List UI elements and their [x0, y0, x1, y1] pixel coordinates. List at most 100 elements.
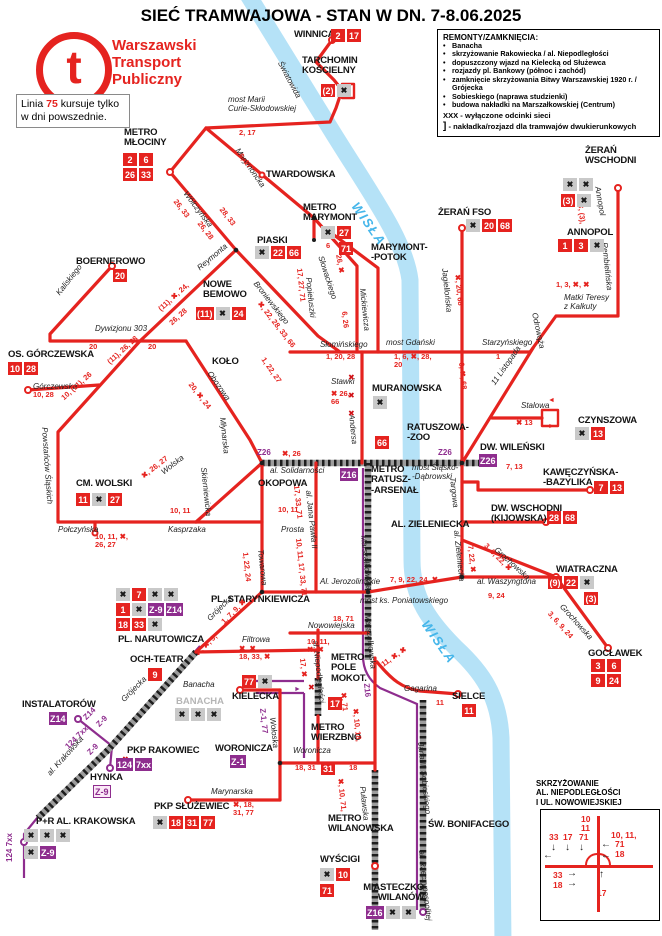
station-label: PL. STARYNKIEWICZA: [211, 594, 310, 605]
tram-line-badge: 9: [591, 674, 605, 687]
station-label: CM. WOLSKI: [76, 478, 133, 489]
line-numbers-label: 10, 11: [278, 505, 299, 514]
inset-line-number: 71: [615, 839, 625, 849]
closed-line-badge: ✖: [215, 307, 230, 320]
tram-line-badge: 13: [591, 427, 605, 440]
tram-line-badge: 20: [113, 269, 127, 282]
route-arrow: ◄: [548, 397, 555, 404]
line-numbers-label: 18: [349, 763, 358, 772]
line-numbers-label: 1, 20, 28: [326, 352, 356, 361]
replacement-line-badge: Z16: [366, 906, 384, 919]
tram-line-badge: 17: [328, 697, 342, 710]
replacement-line-label: Z-1, 77: [258, 707, 270, 735]
station-label: PKP SŁUŻEWIEC: [154, 801, 230, 812]
legend-item: zamknięcie skrzyżowania Bitwy Warszawski…: [452, 74, 637, 93]
closed-x-mark: ✖: [348, 391, 355, 400]
tram-line-badge: 7: [132, 588, 146, 601]
line-numbers-label: 11, ✖, ✖: [379, 644, 409, 669]
closed-line-badge: ✖: [580, 576, 594, 589]
station-label: METRO WILANOWSKA: [328, 813, 394, 835]
closed-line-badge: ✖: [590, 239, 604, 252]
badge-group: ✖✖✖: [175, 708, 221, 721]
badge-group: 11✖27: [76, 493, 122, 506]
station-label: ŻERAŃ WSCHODNI: [585, 145, 637, 167]
street-label: Starzyńskiego: [482, 338, 533, 347]
closed-line-badge: ✖: [24, 846, 38, 859]
legend-item: budowa nakładki na Marszałkowskiej (Cent…: [452, 100, 615, 110]
legend-xxx-note: XXX - wyłączone odcinki sieci: [443, 110, 551, 120]
tram-line-badge: (3): [561, 194, 575, 207]
tram-line-badge: 66: [375, 436, 389, 449]
inset-line-number: 11: [581, 823, 590, 833]
street-label: 11 Listopada: [489, 344, 523, 387]
brand-name: Warszawski Transport Publiczny: [112, 37, 197, 88]
line-numbers-label: ✖, ✖, 18, 33, ✖: [239, 644, 271, 662]
line-numbers-label: 10, 11: [170, 506, 191, 515]
badge-group: 71: [339, 242, 353, 255]
station-label: CZYNSZOWA: [578, 415, 637, 426]
tram-line-badge: 3: [574, 239, 588, 252]
replacement-line-label: Z-9: [94, 713, 110, 729]
street-label: Słomińskiego: [320, 340, 368, 349]
street-label: Połczyńska: [58, 525, 99, 534]
street-label: Marymoncka: [233, 146, 268, 190]
tram-line-badge: 6: [607, 659, 621, 672]
street-label: most Śląsko- -Dąbrowski: [412, 463, 459, 481]
closed-line-badge: ✖: [401, 906, 416, 919]
inset-direction-arrow: ←: [543, 850, 553, 861]
line-numbers-label: ✖, 20, 68: [453, 273, 466, 306]
station-label: KIELECKA: [232, 691, 279, 702]
tram-line-badge: (11): [196, 307, 214, 320]
station-label: KOŁO: [212, 356, 239, 367]
closed-line-badge: ✖: [563, 178, 577, 191]
legend-title: REMONTY/ZAMKNIĘCIA:: [443, 33, 539, 42]
inset-line-number: 33: [553, 870, 563, 880]
closed-line-badge: ✖: [320, 868, 334, 881]
tram-line-badge: 24: [607, 674, 621, 687]
inset-direction-arrow: →: [567, 868, 577, 879]
street-label: Reymonta: [195, 241, 230, 273]
station-label: HYNKA: [90, 772, 123, 783]
tram-line-badge: 28: [24, 362, 38, 375]
line-numbers-label: 6, ✖, 68: [457, 361, 469, 390]
inset-direction-arrow: ←: [601, 850, 611, 861]
station-label: WINNICA: [294, 29, 335, 40]
line-numbers-label: 18, 71: [333, 614, 354, 623]
line-numbers-label: 20, ✖, 24: [186, 380, 214, 411]
inset-direction-arrow: ↓: [565, 842, 570, 853]
street-label: Woronicza: [293, 746, 331, 755]
inset-direction-arrow: ↓: [579, 842, 584, 853]
river-label: WISŁA: [348, 199, 390, 249]
tram-line-badge: 71: [339, 242, 353, 255]
closed-line-badge: ✖: [207, 708, 221, 721]
closed-sections: [35, 459, 480, 930]
replacement-line-badge: Z14: [165, 603, 184, 616]
badge-group: 20: [113, 269, 127, 282]
line-numbers-label: 2, 17: [239, 128, 256, 137]
street-label: al. Waszyngtona: [477, 577, 536, 586]
street-label: Skierniewicka: [199, 466, 214, 517]
inset-road-horizontal: [545, 865, 653, 868]
tram-line-badge: 1: [558, 239, 572, 252]
station-label: METRO MARYMONT: [303, 202, 357, 224]
badge-group: Z16✖✖: [366, 906, 416, 919]
replacement-line-label: Z26: [257, 448, 271, 457]
tram-line-badge: 22: [564, 576, 578, 589]
line-numbers-label: 1, 22, 27: [259, 355, 284, 385]
tram-line-badge: 2: [123, 153, 137, 166]
line-numbers-label: (11), ✖, 24,: [156, 280, 191, 313]
station-label: PIASKI: [257, 235, 288, 246]
route-arrow: ►: [548, 423, 555, 430]
station-label: RATUSZOWA- -ZOO: [407, 422, 469, 444]
river-label: WISŁA: [418, 617, 460, 667]
street-label: Jana III Sobieskiego: [416, 741, 433, 815]
station-label: DW. WILEŃSKI: [480, 442, 545, 453]
badge-group: 17: [328, 697, 342, 710]
tram-line-badge: 71: [320, 884, 334, 897]
